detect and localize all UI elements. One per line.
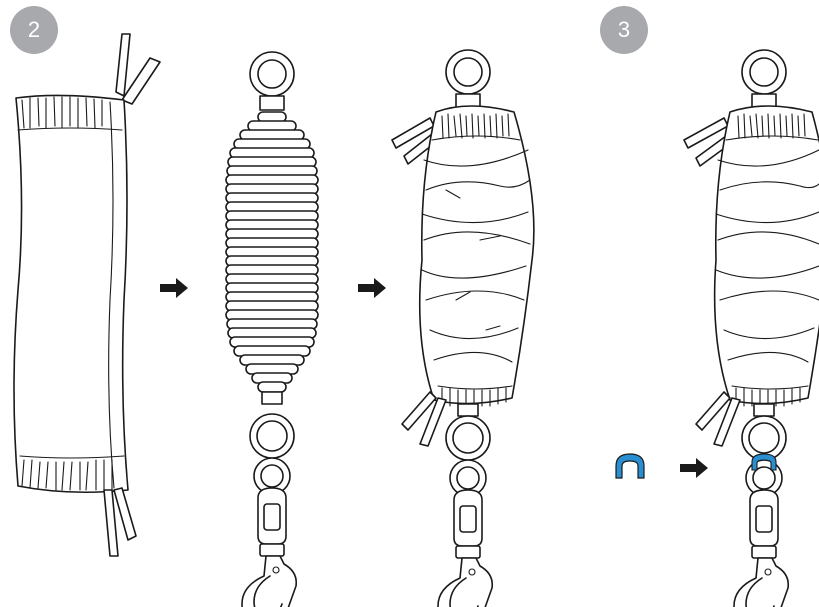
clipped-assembly-figure [684,50,819,607]
right-arrow-icon [680,458,708,478]
sleeve-figure [14,34,160,556]
clip-icon [616,454,644,478]
covered-rope-figure [392,50,534,607]
right-arrow-icon [160,278,188,298]
right-arrow-icon [358,278,386,298]
coiled-rope-figure [226,52,318,607]
